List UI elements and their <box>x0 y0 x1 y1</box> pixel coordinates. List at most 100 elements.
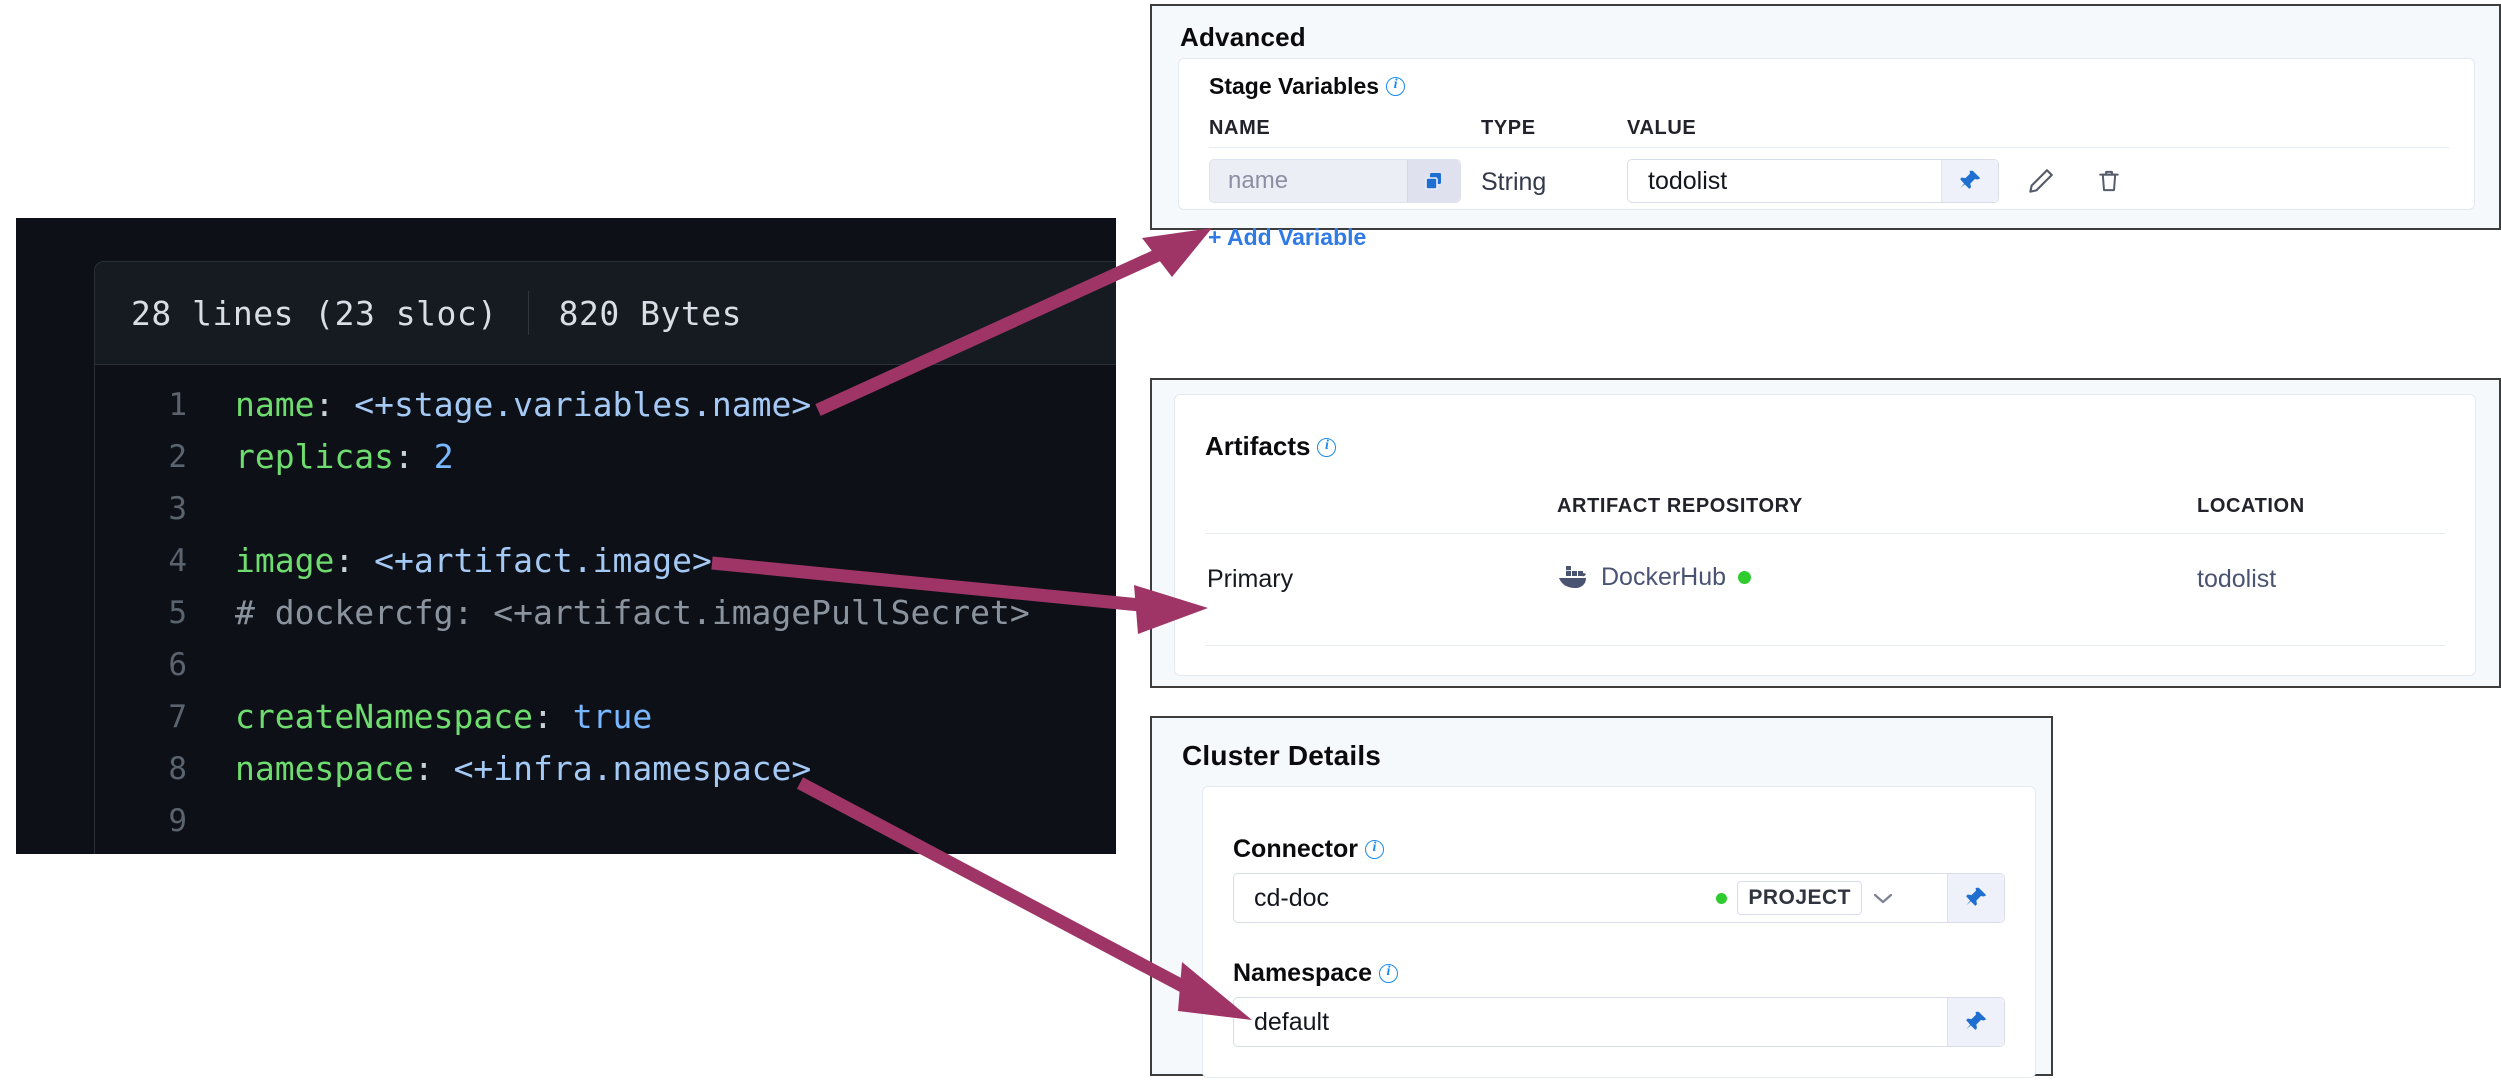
pin-icon[interactable] <box>1947 998 2004 1046</box>
namespace-value: default <box>1254 1007 1330 1036</box>
code-token: <+artifact.image> <box>374 541 712 580</box>
info-icon[interactable] <box>1386 76 1406 96</box>
info-icon[interactable] <box>1365 839 1384 859</box>
code-line: 5 # dockercfg: <+artifact.imagePullSecret… <box>95 587 1116 639</box>
artifacts-title-row: Artifacts <box>1205 431 1337 462</box>
code-token: : <box>393 437 434 476</box>
code-token: : <box>334 541 375 580</box>
code-line-text: namespace: <+infra.namespace> <box>187 743 811 795</box>
status-dot-connected <box>1738 571 1752 584</box>
code-line-text: createNamespace: true <box>187 691 652 743</box>
code-line-text: replicas: 2 <box>187 431 454 483</box>
column-header-location: LOCATION <box>2197 495 2305 517</box>
code-token: namespace <box>235 749 414 788</box>
info-icon[interactable] <box>1378 963 1398 983</box>
connector-scope-group: PROJECT <box>1716 881 1894 915</box>
code-token: : <box>413 749 454 788</box>
chevron-down-icon[interactable] <box>1872 891 1894 905</box>
code-line-text: image: <+artifact.image> <box>187 535 712 587</box>
code-line-number: 7 <box>168 699 187 735</box>
artifacts-row-divider <box>1205 645 2445 646</box>
code-line-number: 4 <box>168 543 187 579</box>
column-header-artifact-repository: ARTIFACT REPOSITORY <box>1557 495 1803 517</box>
artifact-repository-cell[interactable]: DockerHub <box>1557 563 1752 592</box>
copy-icon[interactable] <box>1407 160 1460 202</box>
table-row: Primary DockerHub todolist <box>1175 543 2475 633</box>
variable-value-text: todolist <box>1648 166 1728 195</box>
artifact-kind: Primary <box>1207 565 1294 593</box>
code-lines-label: 28 lines (23 sloc) <box>131 293 498 333</box>
code-token: <+stage.variables.name> <box>354 385 812 424</box>
code-line-text: name: <+stage.variables.name> <box>187 379 811 431</box>
advanced-panel: Advanced Stage Variables NAME TYPE VALUE… <box>1150 4 2501 250</box>
artifact-location: todolist <box>2197 565 2277 593</box>
code-line-number: 9 <box>168 803 187 839</box>
code-token: image <box>235 541 335 580</box>
connector-scope-chip: PROJECT <box>1737 881 1862 915</box>
cluster-details-title: Cluster Details <box>1182 740 1382 771</box>
docker-whale-icon <box>1559 565 1586 588</box>
add-variable-link[interactable]: + Add Variable <box>1208 224 1367 250</box>
variable-type-value: String <box>1481 168 1547 196</box>
artifact-repository-name: DockerHub <box>1601 563 1727 591</box>
trash-icon[interactable] <box>2087 159 2131 203</box>
connector-label: Connector <box>1233 835 1358 863</box>
namespace-label: Namespace <box>1233 959 1372 987</box>
column-header-type: TYPE <box>1481 117 1536 139</box>
variable-value-input[interactable]: todolist <box>1627 159 1999 203</box>
stage-variables-title: Stage Variables <box>1209 73 1380 99</box>
table-row: name String todolist <box>1179 159 2474 209</box>
connector-label-row: Connector <box>1233 835 1384 864</box>
code-line-number: 1 <box>168 387 187 423</box>
advanced-section-header[interactable]: Advanced <box>1180 22 1325 53</box>
code-token: # dockercfg: <+artifact.imagePullSecret> <box>235 593 1030 632</box>
code-line-number: 2 <box>168 439 187 475</box>
column-header-value: VALUE <box>1627 117 1697 139</box>
advanced-title: Advanced <box>1180 22 1306 52</box>
code-token: createNamespace <box>235 697 534 736</box>
artifacts-header-divider <box>1205 533 2445 534</box>
code-token: replicas <box>235 437 394 476</box>
edit-pencil-icon[interactable] <box>2019 159 2063 203</box>
code-token: name <box>235 385 315 424</box>
cluster-details-card: Connector cd-doc PROJECT Namespace defau… <box>1202 786 2036 1078</box>
stage-variables-title-row: Stage Variables <box>1209 73 1406 100</box>
code-token: true <box>572 697 653 736</box>
code-line: 9 <box>95 795 1116 847</box>
column-header-name: NAME <box>1209 117 1271 139</box>
code-line-text: # dockercfg: <+artifact.imagePullSecret> <box>187 587 1030 639</box>
code-line-number: 6 <box>168 647 187 683</box>
code-size-label: 820 Bytes <box>558 293 742 333</box>
code-line-number: 8 <box>168 751 187 787</box>
artifacts-panel: Artifacts ARTIFACT REPOSITORY LOCATION P… <box>1150 378 2501 688</box>
code-token: 2 <box>433 437 454 476</box>
stage-variables-card: Stage Variables NAME TYPE VALUE name Str… <box>1178 58 2475 210</box>
variable-name-input[interactable]: name <box>1209 159 1461 203</box>
info-icon[interactable] <box>1317 437 1337 457</box>
connector-input[interactable]: cd-doc PROJECT <box>1233 873 2005 923</box>
artifacts-title: Artifacts <box>1205 431 1311 461</box>
code-line: 6 <box>95 639 1116 691</box>
status-dot-connected <box>1716 892 1728 904</box>
pin-icon[interactable] <box>1947 874 2004 922</box>
code-line: 3 <box>95 483 1116 535</box>
artifacts-card: Artifacts ARTIFACT REPOSITORY LOCATION P… <box>1174 394 2476 676</box>
code-line-number: 3 <box>168 491 187 527</box>
code-line-number: 5 <box>168 595 187 631</box>
namespace-input[interactable]: default <box>1233 997 2005 1047</box>
code-meta-divider <box>527 291 529 335</box>
pin-icon[interactable] <box>1941 160 1998 202</box>
namespace-label-row: Namespace <box>1233 959 1398 988</box>
code-token: : <box>533 697 573 736</box>
connector-value: cd-doc <box>1254 883 1330 912</box>
code-token: : <box>314 385 355 424</box>
code-token: <+infra.namespace> <box>453 749 812 788</box>
